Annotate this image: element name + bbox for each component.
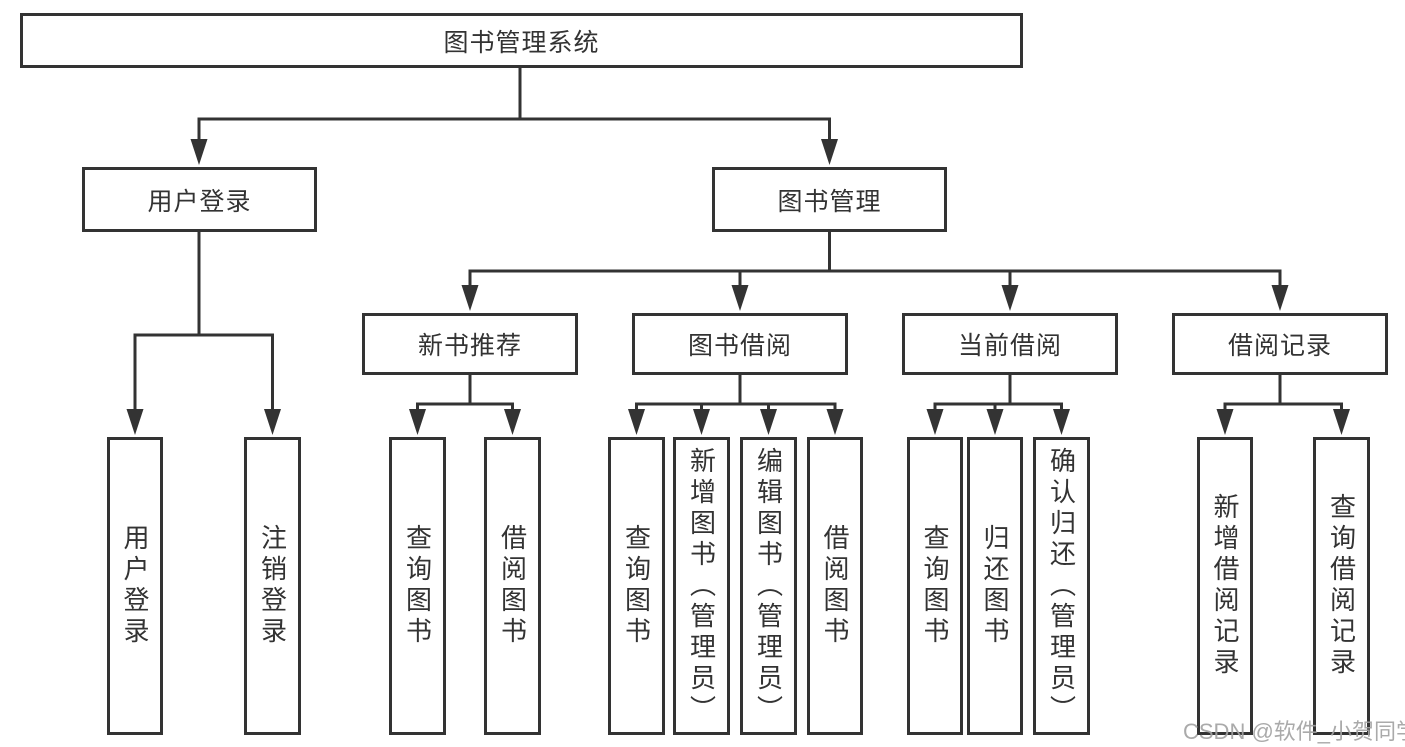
node-label: 归还图书	[980, 524, 1010, 648]
leaf-logout: 注销登录	[244, 437, 301, 735]
node-label: 编辑图书（管理员）	[753, 446, 784, 726]
leaf-bb-query-books: 查询图书	[608, 437, 665, 735]
leaf-cb-query-books: 查询图书	[907, 437, 963, 735]
node-user-login: 用户登录	[82, 167, 317, 232]
node-label: 借阅图书	[497, 524, 528, 648]
leaf-nbr-query-books: 查询图书	[389, 437, 446, 735]
node-root: 图书管理系统	[20, 13, 1023, 68]
node-label: 新增借阅记录	[1210, 493, 1240, 679]
node-borrow-records: 借阅记录	[1172, 313, 1388, 375]
node-label: 当前借阅	[957, 332, 1062, 360]
node-label: 借阅记录	[1227, 332, 1332, 360]
csdn-watermark: CSDN @软件_小贺同学	[1183, 719, 1405, 744]
leaf-nbr-borrow-books: 借阅图书	[484, 437, 541, 735]
leaf-bb-edit-books-admin: 编辑图书（管理员）	[740, 437, 797, 735]
leaf-bb-borrow-books: 借阅图书	[807, 437, 863, 735]
node-label: 用户登录	[147, 187, 252, 216]
node-label: 查询借阅记录	[1326, 493, 1357, 679]
leaf-bb-add-books-admin: 新增图书（管理员）	[673, 437, 730, 735]
leaf-user-login: 用户登录	[107, 437, 163, 735]
node-new-book-recommend: 新书推荐	[362, 313, 578, 375]
node-book-borrow: 图书借阅	[632, 313, 848, 375]
node-label: 查询图书	[920, 524, 950, 648]
node-label: 用户登录	[120, 524, 150, 648]
node-label: 查询图书	[621, 524, 652, 648]
leaf-cb-return-books: 归还图书	[967, 437, 1023, 735]
leaf-cb-confirm-return-admin: 确认归还（管理员）	[1033, 437, 1090, 735]
leaf-br-add-record: 新增借阅记录	[1197, 437, 1253, 735]
node-label: 查询图书	[402, 524, 433, 648]
node-label: 确认归还（管理员）	[1046, 446, 1077, 726]
node-label: 新书推荐	[417, 332, 522, 360]
node-label: 图书管理系统	[443, 28, 600, 57]
node-label: 图书借阅	[687, 332, 792, 360]
node-label: 图书管理	[777, 187, 882, 216]
node-label: 新增图书（管理员）	[686, 446, 717, 726]
node-label: 注销登录	[257, 524, 288, 648]
node-book-management: 图书管理	[712, 167, 947, 232]
node-label: 借阅图书	[820, 524, 850, 648]
node-current-borrow: 当前借阅	[902, 313, 1118, 375]
leaf-br-query-record: 查询借阅记录	[1313, 437, 1370, 735]
